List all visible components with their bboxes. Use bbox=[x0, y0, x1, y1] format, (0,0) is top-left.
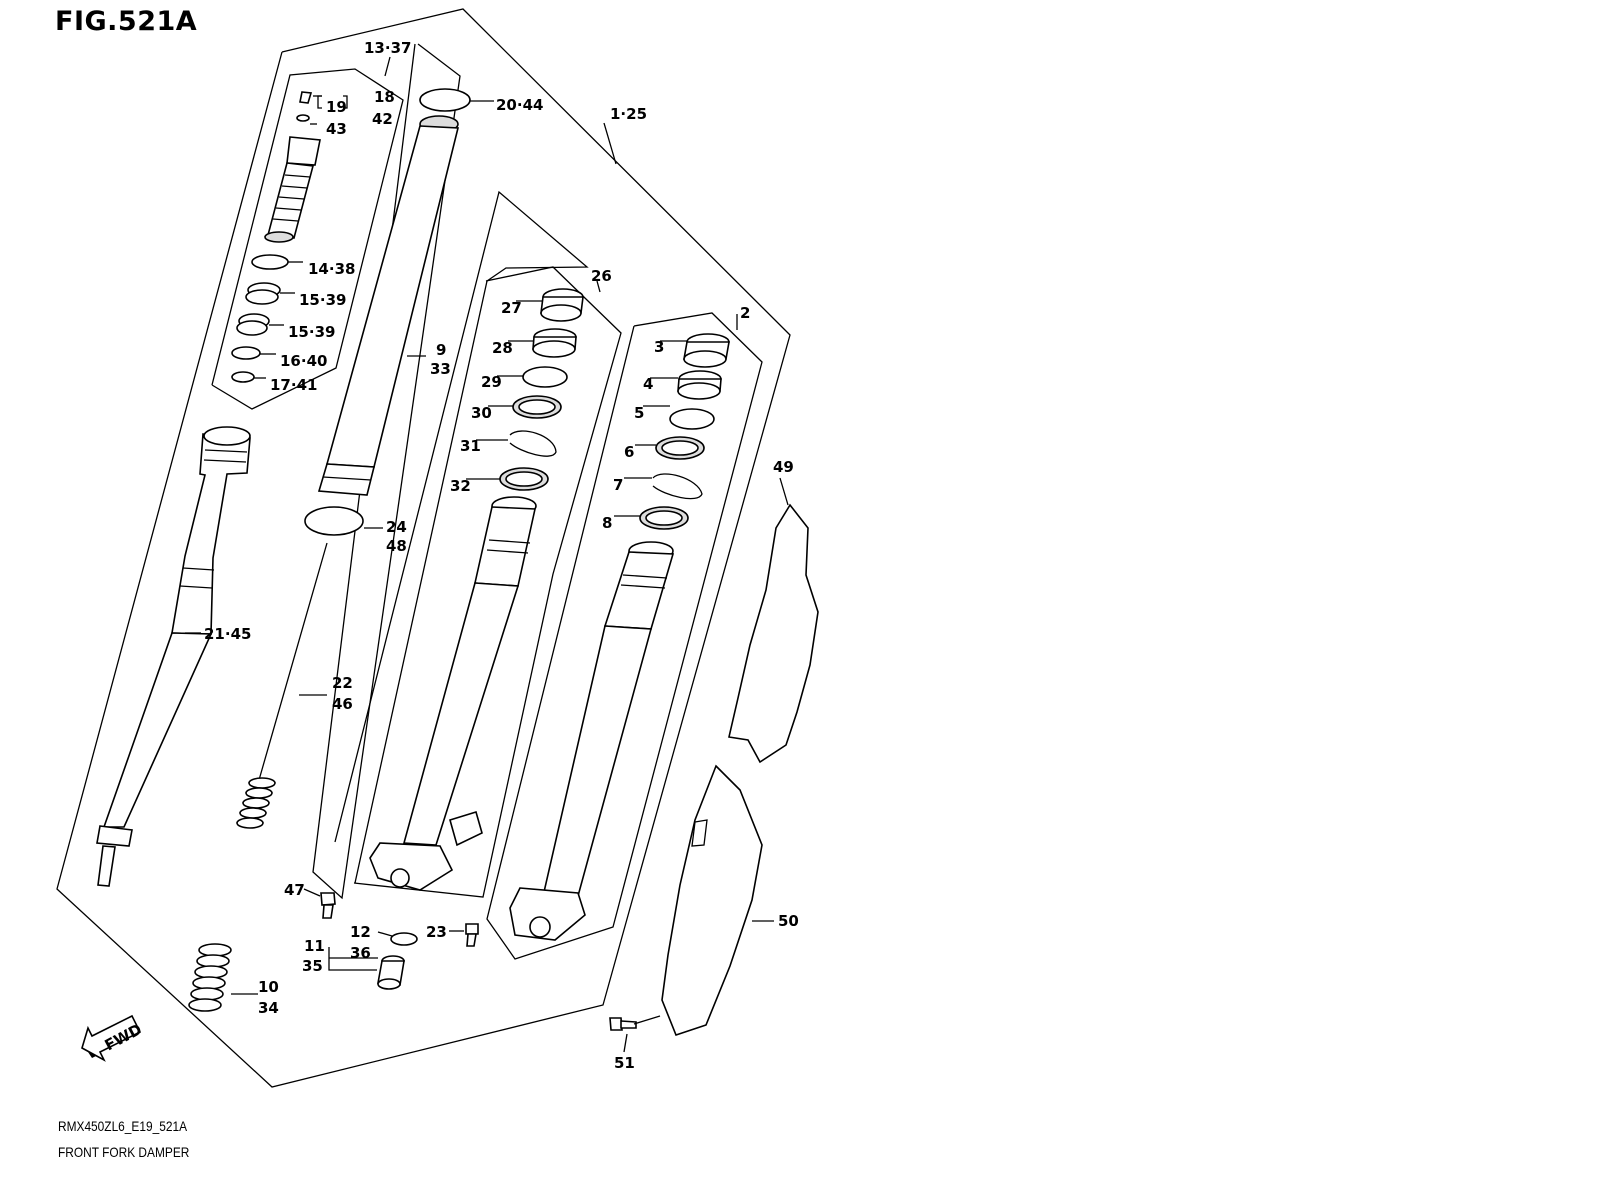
bushing-4 bbox=[677, 370, 722, 400]
spring-upper bbox=[236, 777, 276, 829]
callout-15-39-a: 15·39 bbox=[299, 291, 346, 309]
callout-13-37: 13·37 bbox=[364, 39, 411, 57]
callout-36: 36 bbox=[350, 944, 371, 962]
o-ring-20-44 bbox=[419, 88, 471, 112]
callout-2: 2 bbox=[740, 304, 750, 322]
callout-49: 49 bbox=[773, 458, 794, 476]
seal-6 bbox=[655, 436, 705, 460]
callout-8: 8 bbox=[602, 514, 612, 532]
callout-1-25: 1·25 bbox=[610, 105, 647, 123]
bolt-51 bbox=[609, 1017, 637, 1031]
callout-24: 24 bbox=[386, 518, 407, 536]
callout-18: 18 bbox=[374, 88, 395, 106]
callout-6: 6 bbox=[624, 443, 634, 461]
bolt-47 bbox=[320, 892, 336, 919]
ring-29 bbox=[522, 366, 568, 388]
callout-20-44: 20·44 bbox=[496, 96, 543, 114]
valve-11-35 bbox=[377, 955, 405, 990]
slider-group-2-outline bbox=[486, 312, 763, 960]
callout-46: 46 bbox=[332, 695, 353, 713]
callout-14-38: 14·38 bbox=[308, 260, 355, 278]
clip-31 bbox=[509, 430, 557, 457]
slider-tube-2 bbox=[509, 541, 675, 941]
fork-guard-lower-50 bbox=[661, 764, 763, 1036]
fork-tube-21-45 bbox=[96, 426, 251, 887]
callout-3: 3 bbox=[654, 338, 664, 356]
seal-30 bbox=[512, 395, 562, 419]
fig-title: FIG.521A bbox=[55, 6, 198, 37]
bushing-15-39-b bbox=[236, 313, 270, 336]
clip-7 bbox=[652, 473, 703, 500]
damper-subgroup-outline bbox=[312, 43, 461, 900]
bushing-28 bbox=[532, 328, 577, 358]
callout-16-40: 16·40 bbox=[280, 352, 327, 370]
slider-tube-26 bbox=[369, 496, 537, 891]
callout-21-45: 21·45 bbox=[204, 625, 251, 643]
callout-9: 9 bbox=[436, 341, 446, 359]
seal-8 bbox=[639, 506, 689, 530]
callout-30: 30 bbox=[471, 404, 492, 422]
damper-tube-9-33 bbox=[317, 115, 460, 496]
bolt-23 bbox=[465, 923, 479, 947]
rod-22-46 bbox=[258, 542, 328, 781]
callout-47: 47 bbox=[284, 881, 305, 899]
spring-10-34 bbox=[188, 943, 232, 1012]
slider-group-26-outline bbox=[353, 266, 622, 898]
cap-subgroup-outline bbox=[211, 68, 404, 410]
leader-lines bbox=[185, 56, 789, 1053]
callout-5: 5 bbox=[634, 404, 644, 422]
fork-guard-upper-49 bbox=[728, 503, 819, 764]
callout-33: 33 bbox=[430, 360, 451, 378]
callout-35: 35 bbox=[302, 957, 323, 975]
slider-26-outline bbox=[334, 190, 589, 884]
ring-16-40 bbox=[231, 346, 261, 360]
callout-17-41: 17·41 bbox=[270, 376, 317, 394]
callout-28: 28 bbox=[492, 339, 513, 357]
seal-32 bbox=[499, 467, 549, 491]
callout-48: 48 bbox=[386, 537, 407, 555]
callout-27: 27 bbox=[501, 299, 522, 317]
ring-5 bbox=[669, 408, 715, 430]
callout-19: 19 bbox=[326, 98, 347, 116]
callout-31: 31 bbox=[460, 437, 481, 455]
bushing-3 bbox=[683, 333, 730, 368]
callout-10: 10 bbox=[258, 978, 279, 996]
bushing-15-39-a bbox=[245, 282, 281, 305]
callout-12: 12 bbox=[350, 923, 371, 941]
ring-17-41 bbox=[231, 371, 255, 383]
callout-11: 11 bbox=[304, 937, 325, 955]
callout-34: 34 bbox=[258, 999, 279, 1017]
bushing-27 bbox=[540, 288, 584, 322]
callout-4: 4 bbox=[643, 375, 653, 393]
model-code: RMX450ZL6_E19_521A bbox=[58, 1118, 188, 1134]
o-ring-24-48 bbox=[304, 506, 364, 536]
callout-7: 7 bbox=[613, 476, 623, 494]
callout-51: 51 bbox=[614, 1054, 635, 1072]
ring-14-38 bbox=[251, 254, 289, 270]
callout-15-39-b: 15·39 bbox=[288, 323, 335, 341]
callout-42: 42 bbox=[372, 110, 393, 128]
fork-guard-lower-vent bbox=[691, 819, 708, 847]
fwd-arrow-icon: FWD bbox=[81, 1014, 145, 1062]
callout-43: 43 bbox=[326, 120, 347, 138]
top-cap-assembly bbox=[264, 91, 321, 243]
ring-12-36 bbox=[390, 932, 418, 946]
callout-22: 22 bbox=[332, 674, 353, 692]
callout-23: 23 bbox=[426, 923, 447, 941]
callout-26: 26 bbox=[591, 267, 612, 285]
outer-assembly-outline bbox=[56, 8, 791, 1088]
callout-50: 50 bbox=[778, 912, 799, 930]
callout-32: 32 bbox=[450, 477, 471, 495]
callout-29: 29 bbox=[481, 373, 502, 391]
callout-labels: 13·37 18 19 42 43 20·44 1·25 14·38 15·39… bbox=[204, 39, 799, 1072]
diagram-caption: FRONT FORK DAMPER bbox=[58, 1144, 190, 1160]
